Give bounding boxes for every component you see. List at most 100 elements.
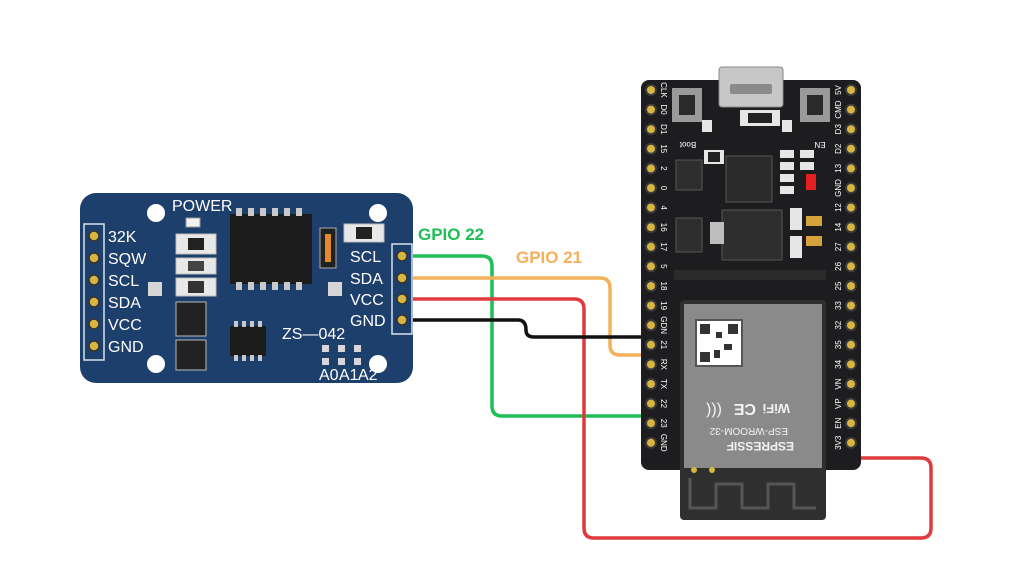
esp-pin-right-33 bbox=[845, 299, 857, 312]
esp-pin-left-18 bbox=[645, 280, 657, 292]
en-label: EN bbox=[814, 140, 825, 149]
esp-pin-left-23 bbox=[645, 417, 657, 430]
esp-pin-right-35 bbox=[845, 338, 857, 351]
esp-pin-label-left-19: 19 bbox=[659, 301, 668, 310]
esp-pin-right-gnd bbox=[845, 182, 857, 194]
esp-pin-left-tx bbox=[645, 378, 657, 390]
esp-pin-label-left-d1: D1 bbox=[659, 124, 668, 135]
esp-pin-right-d3 bbox=[845, 123, 857, 136]
esp-pin-label-right-13: 13 bbox=[834, 163, 843, 172]
header-pin bbox=[396, 314, 408, 326]
esp-pin-label-left-rx: RX bbox=[659, 359, 668, 371]
header-pin bbox=[88, 230, 100, 242]
wire-label-sda: GPIO 21 bbox=[516, 248, 582, 267]
wire-vcc bbox=[403, 297, 933, 540]
pin-label-sda-right: SDA bbox=[350, 271, 383, 288]
esp-pin-left-22 bbox=[645, 397, 657, 410]
header-pin bbox=[88, 274, 100, 286]
left-pin-labels: 32K SQW SCL SDA VCC GND bbox=[108, 229, 147, 356]
esp-pin-label-right-3v3: 3V3 bbox=[834, 435, 843, 450]
esp-pin-left-gdn bbox=[645, 319, 657, 332]
wire-gnd bbox=[403, 318, 645, 339]
right-pin-row: 5VCMDD3D213GND121427262533323534VNVPEN3V… bbox=[834, 84, 857, 450]
pin-label-vcc-right: VCC bbox=[350, 292, 384, 309]
esp-pin-left-0 bbox=[645, 182, 657, 194]
esp-pin-right-32 bbox=[845, 319, 857, 332]
esp-pin-label-left-gnd: GND bbox=[659, 434, 668, 452]
esp-pin-right-vp bbox=[845, 397, 857, 410]
en-button[interactable] bbox=[800, 88, 830, 122]
esp-pin-label-left-5: 5 bbox=[659, 264, 668, 269]
esp-pin-label-left-2: 2 bbox=[659, 166, 668, 171]
esp-pin-label-right-14: 14 bbox=[834, 222, 843, 231]
wires bbox=[403, 254, 933, 540]
esp-pin-label-right-d2: D2 bbox=[834, 143, 843, 154]
esp-pin-label-left-0: 0 bbox=[659, 186, 668, 191]
esp-pin-right-12 bbox=[845, 201, 857, 214]
pin-label-gnd-right: GND bbox=[350, 313, 386, 330]
rtc-chip bbox=[230, 208, 312, 290]
esp-pin-right-5v bbox=[845, 84, 857, 96]
esp-pin-label-right-en: EN bbox=[834, 417, 843, 428]
header-pin bbox=[88, 252, 100, 264]
mounting-hole bbox=[147, 204, 165, 222]
esp-wroom-module: CE WiFi ))) ESPRESSIF ESP-WROOM-32 bbox=[680, 300, 826, 520]
boot-button[interactable] bbox=[672, 88, 702, 122]
esp-pin-right-cmd bbox=[845, 103, 857, 116]
esp-pin-right-13 bbox=[845, 162, 857, 175]
esp-pin-label-left-21: 21 bbox=[659, 340, 668, 349]
address-label-a2: A2 bbox=[358, 367, 378, 384]
right-header-pins bbox=[396, 250, 408, 326]
antenna-trace bbox=[688, 478, 816, 510]
esp-pin-label-right-12: 12 bbox=[834, 203, 843, 212]
esp-pin-label-right-d3: D3 bbox=[834, 124, 843, 135]
esp-pin-left-d0 bbox=[645, 103, 657, 116]
esp-pin-right-14 bbox=[845, 221, 857, 234]
esp-pin-label-right-34: 34 bbox=[834, 359, 843, 368]
header-pin bbox=[396, 250, 408, 262]
esp-pin-label-left-17: 17 bbox=[659, 242, 668, 251]
esp-pin-label-left-16: 16 bbox=[659, 223, 668, 232]
smd-components bbox=[674, 110, 826, 280]
mounting-hole bbox=[369, 355, 387, 373]
power-label: POWER bbox=[172, 198, 232, 215]
eeprom-chip bbox=[230, 321, 266, 361]
esp-pin-label-right-cmd: CMD bbox=[834, 100, 843, 118]
address-pads bbox=[322, 345, 361, 365]
ce-mark: CE bbox=[733, 400, 756, 417]
esp-pin-right-25 bbox=[845, 280, 857, 292]
esp-pin-label-left-22: 22 bbox=[659, 399, 668, 408]
wifi-mark: WiFi bbox=[763, 401, 790, 416]
esp-pin-right-27 bbox=[845, 240, 857, 253]
esp-pin-label-right-gnd: GND bbox=[834, 179, 843, 197]
header-pin bbox=[88, 340, 100, 352]
address-label-a0: A0 bbox=[319, 367, 339, 384]
pin-label-32k: 32K bbox=[108, 229, 137, 246]
esp-pin-label-right-25: 25 bbox=[834, 281, 843, 290]
module-model: ESP-WROOM-32 bbox=[709, 425, 788, 436]
right-pin-header bbox=[391, 243, 413, 335]
wifi-signal-icon: ))) bbox=[706, 401, 722, 418]
wire-scl bbox=[403, 254, 645, 418]
esp-pin-label-left-tx: TX bbox=[659, 379, 668, 390]
boot-label: Boot bbox=[679, 140, 696, 149]
left-pin-header bbox=[83, 223, 105, 361]
module-brand: ESPRESSIF bbox=[727, 439, 794, 453]
mounting-hole bbox=[369, 204, 387, 222]
esp-pin-left-15 bbox=[645, 142, 657, 155]
esp-pin-left-rx bbox=[645, 358, 657, 371]
mounting-hole bbox=[147, 355, 165, 373]
esp-pin-label-right-5v: 5V bbox=[834, 84, 843, 94]
esp-pin-left-16 bbox=[645, 221, 657, 234]
esp-pin-label-left-clk: CLK bbox=[659, 82, 668, 98]
esp-pin-label-right-vn: VN bbox=[834, 378, 843, 389]
pin-label-sda: SDA bbox=[108, 295, 141, 312]
pin-label-gnd: GND bbox=[108, 339, 144, 356]
pin-label-vcc: VCC bbox=[108, 317, 142, 334]
header-pin bbox=[88, 296, 100, 308]
esp-pin-left-5 bbox=[645, 260, 657, 273]
esp-pin-label-left-15: 15 bbox=[659, 144, 668, 153]
esp-pin-left-2 bbox=[645, 162, 657, 175]
esp-pin-left-clk bbox=[645, 84, 657, 96]
